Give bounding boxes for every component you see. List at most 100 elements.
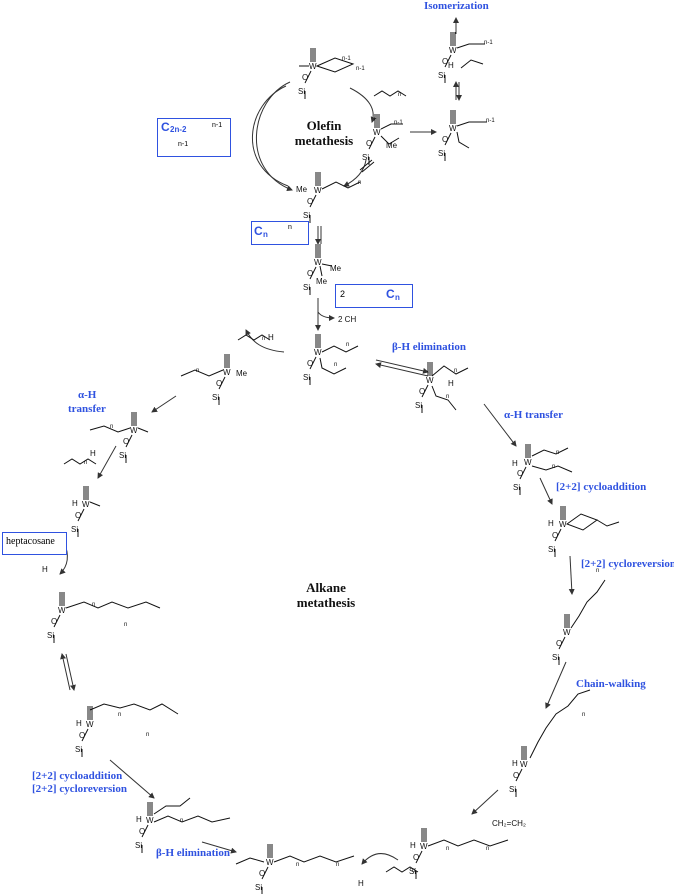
o-atom: O [75,511,81,520]
o-atom: O [302,73,308,82]
si-atom: Si [298,87,305,96]
w-atom: W [58,606,66,615]
h-atom: H [448,61,454,70]
box-cn-main: C [254,224,263,238]
o-atom: O [123,437,129,446]
n-label: n [124,622,127,628]
n-label: n [446,394,449,400]
w-atom: W [563,628,571,637]
o-atom: O [413,853,419,862]
si-atom: Si [75,745,82,754]
si-atom: Si [119,451,126,460]
n-label: n [336,862,339,868]
o-atom: O [513,771,519,780]
o-atom: O [307,359,313,368]
w-atom: W [146,816,154,825]
si-atom: Si [303,211,310,220]
label-alpha-h-transfer-right: α-H transfer [504,409,563,421]
n1-label: n-1 [356,66,365,72]
n-label: n [262,336,265,342]
w-atom: W [559,520,567,529]
n-label: n [552,464,555,470]
h2-label: H [90,449,96,458]
cat-left-upper [53,591,161,644]
si-atom: Si [135,841,142,850]
si-atom: Si [47,631,54,640]
cat-right-olefin [558,579,606,666]
n-label: n [346,342,349,348]
cat-top-metallacycle [299,47,355,100]
si-atom: Si [513,483,520,492]
label-alpha-h-left-line2: transfer [68,403,106,415]
w-atom: W [309,62,317,71]
n-label: n [454,368,457,374]
o-atom: O [307,197,313,206]
o-atom: O [442,135,448,144]
n1-label: n-1 [486,118,495,124]
label-cycloaddition-left: [2+2] cycloaddition [32,770,123,782]
cat-left-mid [81,703,179,758]
si-atom: Si [415,401,422,410]
n-label: n [412,868,415,874]
si-atom: Si [303,283,310,292]
o-atom: O [259,869,265,878]
box-c2n-2-product: C 2n-2 n-1 n-1 [157,118,231,157]
label-beta-h-elimination-bottom: β-H elimination [156,847,230,859]
n-label: n [110,424,113,430]
n-label: n [296,862,299,868]
si-atom: Si [552,653,559,662]
n-label: n [180,818,183,824]
box-heptacosane: heptacosane [2,532,67,555]
si-atom: Si [362,153,369,162]
w-atom: W [314,348,322,357]
ethylene-label: CH₂=CH₂ [492,819,526,828]
si-atom: Si [303,373,310,382]
box-cn-alkane-two: 2 [340,289,346,299]
label-isomerization: Isomerization [424,0,489,12]
ch4-label: 2 CH [338,315,356,324]
n-label: n [486,846,489,852]
alkane-cycle-arrows [59,329,575,865]
cat-right-alkene [519,443,573,496]
n-label: n [196,368,199,374]
w-atom: W [82,500,90,509]
cat-alpha-h [89,411,149,464]
w-atom: W [223,368,231,377]
cat-dimethyl [309,243,333,296]
h-atom: H [548,519,554,528]
w-atom: W [130,426,138,435]
w-atom: W [86,720,94,729]
n-label: n [146,732,149,738]
atom-labels: W W W W W W W W W W W W W W W W W W W W … [42,40,599,892]
h-atom: H [448,379,454,388]
cat-alkylidene-mid [309,171,361,224]
me-label: Me [296,185,308,194]
si-atom: Si [438,149,445,158]
h-atom: H [72,499,78,508]
olefin-cycle-arrows [251,17,462,331]
h-atom: H [76,719,82,728]
label-cycloreversion-right: [2+2] cycloreversion [581,558,674,570]
w-atom: W [520,760,528,769]
box-c2n-2-main: C [161,120,170,134]
o-atom: O [556,639,562,648]
w-atom: W [314,258,322,267]
o-atom: O [51,617,57,626]
o-atom: O [139,827,145,836]
w-atom: W [524,458,532,467]
si-atom: Si [255,883,262,892]
o-atom: O [79,731,85,740]
h-atom: H [512,759,518,768]
me-label: Me [236,369,248,378]
free-chains [63,90,419,873]
w-atom: W [266,858,274,867]
title-alkane-metathesis: Alkane metathesis [296,580,356,610]
w-atom: W [449,46,457,55]
cat-olefin-right [368,113,403,166]
o-atom: O [517,469,523,478]
si-atom: Si [212,393,219,402]
o-atom: O [442,57,448,66]
me-label: Me [316,277,328,286]
label-cycloaddition-right: [2+2] cycloaddition [556,481,647,493]
